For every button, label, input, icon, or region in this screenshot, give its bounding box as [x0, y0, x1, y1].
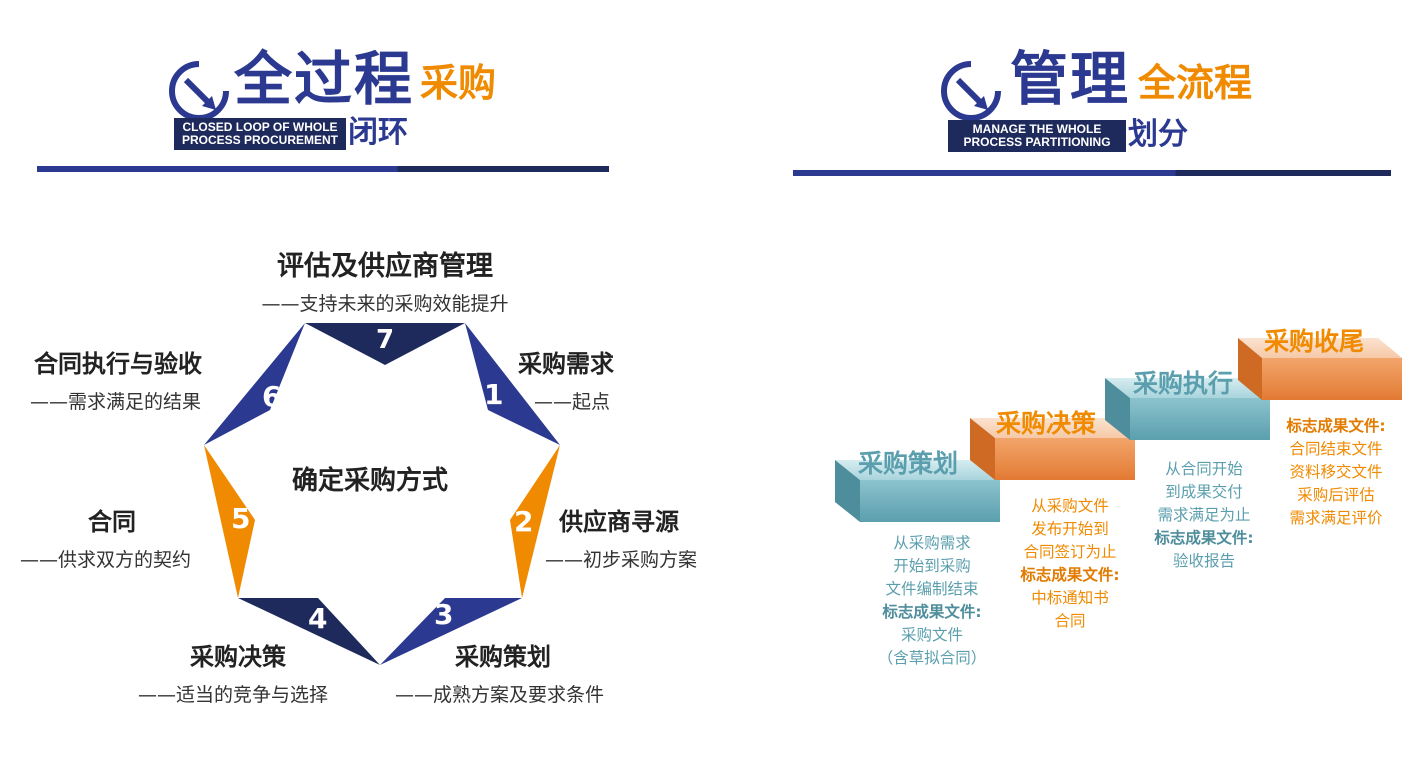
step-number-4: 4 — [308, 602, 328, 635]
node-7-label: 评估及供应商管理 ——支持未来的采购效能提升 — [261, 251, 509, 315]
right-header: 管理 全流程 MANAGE THE WHOLE PROCESS PARTITIO… — [940, 50, 1360, 160]
stair-1-top — [835, 460, 1000, 480]
stair-4-front — [1262, 358, 1402, 400]
left-header-rule — [37, 166, 609, 172]
stair-3-label: 采购执行 — [1133, 369, 1234, 398]
center-label: 确定采购方式 — [292, 466, 449, 496]
stair-3-side — [1105, 378, 1130, 440]
node-4-label: 采购决策 ——适当的竞争与选择 — [138, 643, 329, 706]
right-header-rule — [793, 170, 1391, 176]
stair-4-side — [1238, 338, 1262, 400]
right-title-main: 管理 — [1010, 45, 1131, 113]
segment-1 — [465, 323, 560, 445]
stair-1-front — [860, 480, 1000, 522]
stair-1-side — [835, 460, 860, 522]
left-title-main: 全过程 — [234, 45, 415, 113]
arrow-circle-icon — [941, 61, 1001, 121]
stair-2-description: 从采购文件 发布开始到 合同签订为止 标志成果文件: 中标通知书 合同 — [1020, 497, 1120, 630]
stair-2-front — [995, 438, 1135, 480]
segment-4 — [238, 598, 380, 665]
stair-2-label: 采购决策 — [996, 409, 1097, 438]
stair-4-label: 采购收尾 — [1264, 327, 1365, 356]
left-title-accent: 采购 — [420, 61, 497, 105]
node-3-label: 采购策划 ——成熟方案及要求条件 — [395, 643, 605, 706]
stair-2-top — [970, 418, 1135, 438]
segment-3 — [380, 598, 522, 665]
node-6-label: 合同执行与验收 ——需求满足的结果 — [30, 350, 202, 413]
node-1-label: 采购需求 ——起点 — [518, 350, 614, 413]
segment-2 — [510, 445, 560, 598]
stair-1-label: 采购策划 — [858, 449, 959, 478]
process-stairs-diagram — [835, 338, 1402, 522]
segment-6 — [204, 323, 305, 445]
step-number-6: 6 — [262, 380, 282, 413]
step-number-1: 1 — [484, 378, 504, 411]
left-header: 全过程 采购 CLOSED LOOP OF WHOLE PROCESS PROC… — [168, 50, 568, 160]
segment-7 — [305, 323, 465, 365]
stair-3-top — [1105, 378, 1270, 398]
right-title-suffix: 划分 — [1128, 117, 1188, 152]
stair-3-description: 从合同开始 到成果交付 需求满足为止 标志成果文件: 验收报告 — [1154, 460, 1254, 570]
node-2-label: 供应商寻源 ——初步采购方案 — [545, 508, 698, 571]
step-number-5: 5 — [231, 502, 251, 535]
stair-2-side — [970, 418, 995, 480]
node-5-label: 合同 ——供求双方的契约 — [20, 508, 192, 571]
stair-1-description: 从采购需求 开始到采购 文件编制结束 标志成果文件: 采购文件 （含草拟合同） — [877, 534, 987, 667]
left-title-suffix: 闭环 — [348, 115, 408, 150]
right-en-subtitle: MANAGE THE WHOLE PROCESS PARTITIONING — [948, 120, 1126, 152]
stair-4-top — [1238, 338, 1402, 358]
procurement-loop-diagram — [204, 323, 560, 665]
left-en-subtitle: CLOSED LOOP OF WHOLE PROCESS PROCUREMENT — [174, 118, 346, 150]
step-number-3: 3 — [434, 598, 454, 631]
arrow-circle-icon — [169, 61, 229, 121]
stair-3-front — [1130, 398, 1270, 440]
segment-5 — [204, 445, 255, 598]
right-title-accent: 全流程 — [1138, 61, 1253, 105]
stair-4-description: 标志成果文件: 合同结束文件 资料移交文件 采购后评估 需求满足评价 — [1286, 417, 1386, 527]
step-number-2: 2 — [514, 505, 534, 538]
step-number-7: 7 — [376, 325, 395, 355]
